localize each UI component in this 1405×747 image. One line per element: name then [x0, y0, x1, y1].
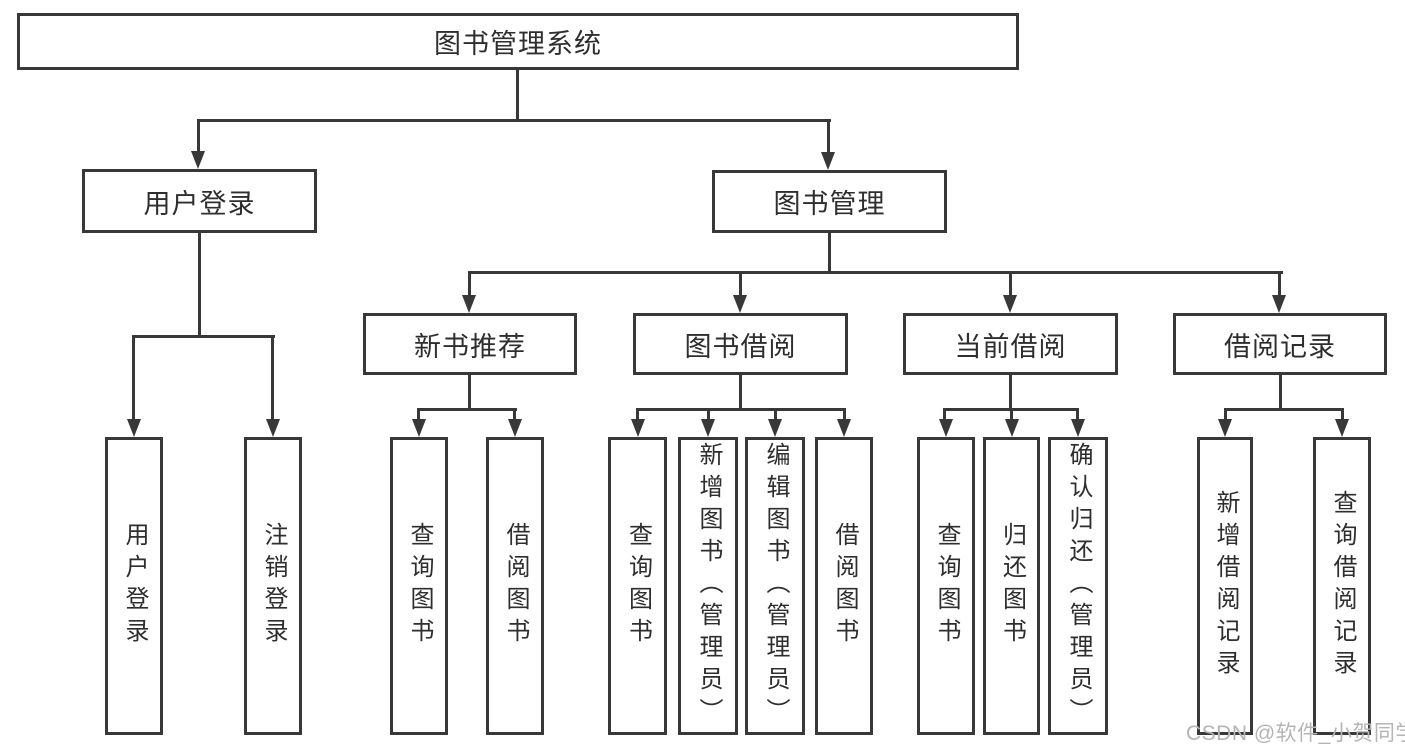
leaf-borrow-books-recommend: 借阅图书	[486, 437, 544, 735]
leaf-user-login: 用户登录	[105, 437, 163, 735]
leaf-query-borrow-record: 查询借阅记录	[1313, 437, 1371, 735]
node-label: 图书管理	[773, 189, 886, 219]
arrowhead	[412, 419, 426, 437]
connector-stem-new-book	[468, 271, 471, 298]
connector-stem-borrow-records	[1278, 271, 1281, 298]
leaf-add-books-admin: 新增图书（管理员）	[678, 437, 738, 735]
arrowhead-user-login	[191, 151, 205, 169]
connector-stem-leaf-login	[132, 335, 135, 420]
node-label: 当前借阅	[954, 331, 1067, 362]
connector-new-book-vertical	[468, 375, 471, 410]
connector-stem	[636, 408, 639, 421]
arrowhead-new-book	[462, 295, 476, 313]
arrowhead-borrow-records	[1272, 295, 1286, 313]
leaf-label: 用户登录	[121, 522, 148, 650]
node-book-management: 图书管理	[712, 170, 947, 233]
arrowhead-book-management	[821, 152, 835, 170]
connector-stem	[843, 408, 846, 421]
leaf-edit-books-admin: 编辑图书（管理员）	[745, 437, 805, 735]
leaf-label: 查询图书	[406, 522, 433, 650]
leaf-query-books-current: 查询图书	[917, 437, 975, 735]
arrowhead	[701, 419, 715, 437]
arrowhead	[1005, 419, 1019, 437]
leaf-label: 新增图书（管理员）	[695, 442, 722, 730]
leaf-label: 查询图书	[624, 522, 652, 650]
connector-stem	[513, 408, 516, 421]
node-label: 新书推荐	[414, 331, 526, 362]
node-current-borrow: 当前借阅	[903, 313, 1118, 375]
connector-stem-book-management	[827, 119, 830, 154]
node-library-management-system: 图书管理系统	[17, 13, 1019, 70]
connector-borrow-records-horizontal	[1224, 408, 1344, 411]
connector-book-mgmt-horizontal	[468, 271, 1283, 274]
node-label: 图书借阅	[684, 331, 797, 362]
connector-book-borrow-horizontal	[636, 408, 846, 411]
leaf-add-borrow-record: 新增借阅记录	[1197, 437, 1253, 735]
arrowhead	[768, 419, 782, 437]
connector-book-mgmt-vertical	[828, 233, 831, 273]
arrowhead	[837, 419, 851, 437]
connector-stem-leaf-logout	[271, 335, 274, 420]
connector-stem-current-borrow	[1009, 271, 1012, 298]
leaf-query-books-recommend: 查询图书	[390, 437, 448, 735]
connector-stem-user-login	[197, 119, 200, 153]
connector-new-book-horizontal	[417, 408, 517, 411]
leaf-logout: 注销登录	[244, 437, 302, 735]
connector-borrow-records-vertical	[1279, 375, 1282, 410]
leaf-label: 注销登录	[260, 522, 287, 650]
connector-stem	[943, 408, 946, 421]
leaf-return-books: 归还图书	[983, 437, 1040, 735]
connector-stem	[1076, 408, 1079, 421]
node-user-login: 用户登录	[82, 169, 317, 233]
connector-stem	[1224, 408, 1227, 421]
node-borrow-records: 借阅记录	[1173, 313, 1387, 375]
arrowhead	[1335, 419, 1349, 437]
csdn-watermark: CSDN @软件_小贺同学	[1186, 722, 1405, 745]
leaf-borrow-books: 借阅图书	[815, 437, 873, 735]
connector-root-vertical	[516, 70, 519, 121]
connector-stem	[707, 408, 710, 421]
connector-stem	[1341, 408, 1344, 421]
node-label: 用户登录	[143, 188, 256, 219]
leaf-label: 借阅图书	[831, 522, 858, 650]
connector-user-login-vertical	[198, 233, 201, 337]
leaf-label: 编辑图书（管理员）	[762, 442, 789, 730]
node-new-book-recommend: 新书推荐	[363, 313, 577, 375]
connector-current-borrow-vertical	[1009, 375, 1012, 410]
arrowhead	[631, 419, 645, 437]
arrowhead	[508, 419, 522, 437]
leaf-label: 归还图书	[998, 522, 1026, 650]
leaf-label: 确认归还（管理员）	[1065, 442, 1092, 730]
node-label: 借阅记录	[1224, 331, 1336, 362]
node-label: 图书管理系统	[434, 29, 602, 59]
node-book-borrow: 图书借阅	[633, 313, 848, 375]
connector-user-login-horizontal	[132, 335, 275, 338]
leaf-label: 查询图书	[933, 522, 960, 650]
leaf-label: 新增借阅记录	[1212, 490, 1239, 682]
leaf-label: 借阅图书	[502, 522, 529, 650]
connector-stem	[774, 408, 777, 421]
connector-stem-book-borrow	[739, 271, 742, 298]
arrowhead-book-borrow	[733, 295, 747, 313]
leaf-query-books-borrow: 查询图书	[608, 437, 667, 735]
connector-stem	[417, 408, 420, 421]
leaf-confirm-return-admin: 确认归还（管理员）	[1048, 437, 1108, 735]
arrowhead-leaf-logout	[266, 419, 280, 437]
arrowhead	[1218, 419, 1232, 437]
arrowhead	[939, 419, 953, 437]
connector-root-horizontal	[197, 119, 831, 122]
connector-book-borrow-vertical	[739, 375, 742, 410]
connector-stem	[1010, 408, 1013, 421]
arrowhead-current-borrow	[1003, 295, 1017, 313]
leaf-label: 查询借阅记录	[1329, 490, 1356, 682]
arrowhead	[1071, 419, 1085, 437]
arrowhead-leaf-login	[127, 419, 141, 437]
